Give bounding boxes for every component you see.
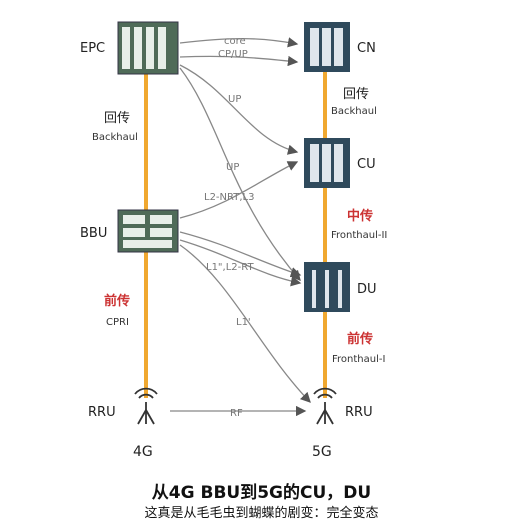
caption-title: 从4G BBU到5G的CU，DU <box>151 483 372 503</box>
du-rack-icon <box>304 262 350 312</box>
edge-l2nrt <box>179 161 299 219</box>
cn-label: CN <box>357 41 376 56</box>
du-label: DU <box>357 282 377 297</box>
edge-l1 <box>179 244 311 403</box>
edge-up-epc-du <box>179 67 301 281</box>
bbu-label: BBU <box>80 226 107 241</box>
cu-label: CU <box>357 157 376 172</box>
edge-label-rf: RF <box>230 408 243 419</box>
edge-l1l2rt-1 <box>179 231 302 278</box>
edge-label-up1: UP <box>228 94 241 105</box>
caption-subtitle: 这真是从毛毛虫到蝴蝶的剧变：完全变态 <box>144 506 379 521</box>
left-backhaul-en: Backhaul <box>92 132 138 143</box>
left-backhaul-cn: 回传 <box>104 111 130 126</box>
edge-label-core: core <box>224 36 246 47</box>
bbu-equipment-icon <box>117 209 179 253</box>
epc-equipment-icon <box>117 21 179 75</box>
right-midhaul-en: Fronthaul-II <box>331 230 387 241</box>
rru-right-label: RRU <box>345 405 373 420</box>
cn-server-icon <box>304 22 350 72</box>
edge-core <box>179 37 299 48</box>
generation-4g-label: 4G <box>133 444 153 460</box>
edge-cp-up <box>179 55 299 67</box>
right-midhaul-cn: 中传 <box>347 208 373 224</box>
rru-5g-antenna-icon <box>313 387 337 425</box>
edge-label-l2nrt: L2-NRT,L3 <box>204 192 254 203</box>
edge-label-up2: UP <box>226 162 239 173</box>
edge-up-epc-cu <box>179 64 299 155</box>
epc-label: EPC <box>80 41 105 56</box>
right-backhaul-cn: 回传 <box>343 87 369 102</box>
rru-4g-antenna-icon <box>134 387 158 425</box>
edge-label-l1: L1' <box>236 317 251 328</box>
right-fronthaul-cn: 前传 <box>347 331 373 347</box>
right-backhaul-en: Backhaul <box>331 106 377 117</box>
left-fronthaul-cn: 前传 <box>104 293 130 309</box>
left-fronthaul-en: CPRI <box>106 317 129 328</box>
generation-5g-label: 5G <box>312 444 332 460</box>
rru-left-label: RRU <box>88 405 116 420</box>
right-fronthaul-en: Fronthaul-I <box>332 354 385 365</box>
edge-label-l1l2rt: L1",L2-RT <box>206 262 254 273</box>
edge-label-cp-up: CP/UP <box>218 49 248 60</box>
edge-l1l2rt-2 <box>179 239 302 287</box>
cu-server-icon <box>304 138 350 188</box>
